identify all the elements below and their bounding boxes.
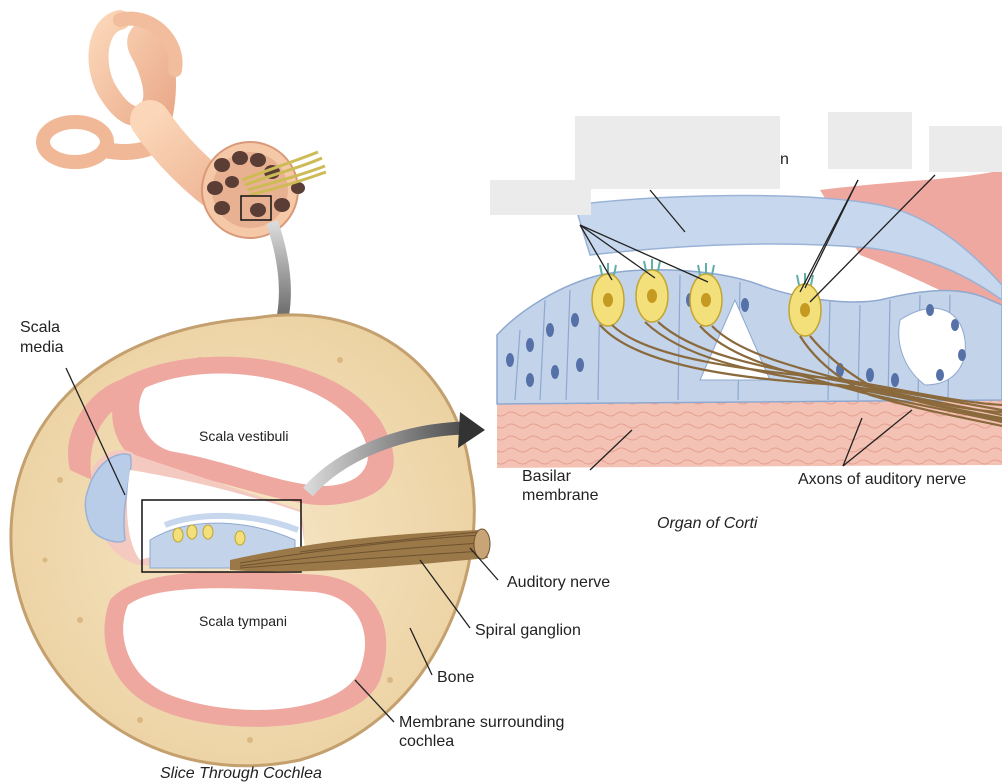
hidden-label-box-3 [828, 112, 912, 169]
label-membrane-line1: Membrane surrounding [399, 713, 564, 732]
label-bone: Bone [437, 668, 474, 687]
caption-slice-through-cochlea: Slice Through Cochlea [160, 764, 322, 783]
label-scala-media-line2: media [20, 338, 64, 357]
hidden-label-box-1 [575, 116, 780, 189]
caption-organ-of-corti: Organ of Corti [657, 514, 757, 533]
label-auditory-nerve: Auditory nerve [507, 573, 610, 592]
label-scala-media-line1: Scala [20, 318, 60, 337]
organ-of-corti-detail [490, 112, 1002, 468]
label-partial-n: n [780, 150, 789, 169]
label-spiral-ganglion: Spiral ganglion [475, 621, 581, 640]
hidden-label-box-4 [929, 126, 1002, 172]
hidden-label-box-2 [490, 180, 591, 215]
cochlea-slice [11, 315, 490, 766]
label-basilar-line1: Basilar [522, 467, 571, 486]
label-scala-tympani: Scala tympani [199, 612, 287, 631]
inner-ear-illustration [43, 19, 326, 238]
label-membrane-line2: cochlea [399, 732, 454, 751]
label-scala-vestibuli: Scala vestibuli [199, 427, 289, 446]
label-basilar-line2: membrane [522, 486, 598, 505]
label-axons-auditory-nerve: Axons of auditory nerve [798, 470, 966, 489]
